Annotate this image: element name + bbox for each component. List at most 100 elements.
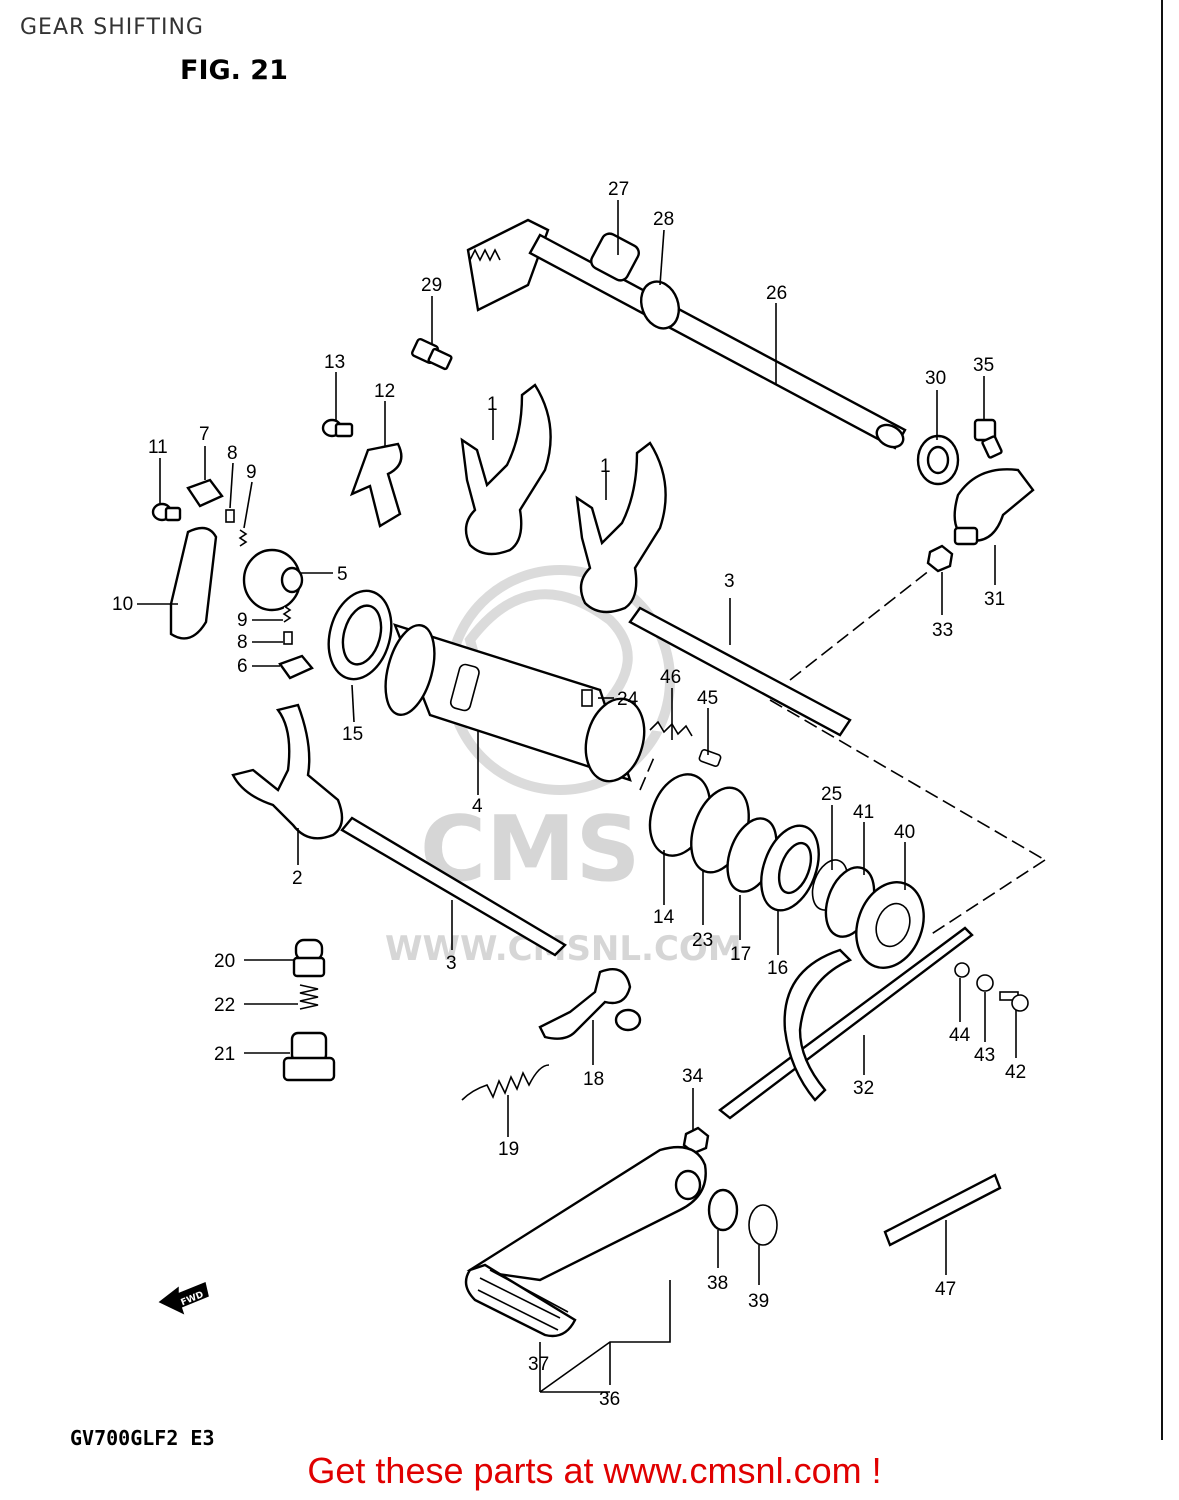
plug-body bbox=[292, 956, 326, 978]
callout-45: 45 bbox=[697, 688, 718, 709]
callout-3a: 3 bbox=[724, 571, 735, 592]
callout-17: 17 bbox=[730, 944, 751, 965]
part-43-washer bbox=[976, 974, 994, 992]
callout-30: 30 bbox=[925, 368, 946, 389]
callout-18: 18 bbox=[583, 1069, 604, 1090]
watermark-site: WWW.CMSNL.COM bbox=[385, 929, 742, 969]
watermark: CMS WWW.CMSNL.COM bbox=[385, 565, 742, 969]
callout-12: 12 bbox=[374, 381, 395, 402]
part-1-shift-fork-upper bbox=[460, 383, 552, 556]
bolt-head bbox=[1011, 994, 1029, 1012]
leader-lines bbox=[137, 200, 1017, 1393]
cam-shaft-end bbox=[584, 697, 646, 783]
callout-27: 27 bbox=[608, 179, 629, 200]
part-10-cam-stopper-plate bbox=[169, 526, 218, 640]
bolt-shank bbox=[427, 347, 453, 371]
guide-line bbox=[769, 699, 1046, 861]
lever-pivot-hole bbox=[674, 1169, 702, 1201]
rubber-body bbox=[464, 1263, 577, 1338]
cam-end bbox=[384, 624, 436, 716]
part-39-circlip bbox=[748, 1204, 778, 1246]
callout-23: 23 bbox=[692, 930, 713, 951]
callout-4: 4 bbox=[472, 796, 483, 817]
callout-22: 22 bbox=[214, 995, 235, 1016]
part-30-oil-seal bbox=[916, 434, 960, 486]
part-3-fork-shaft-upper bbox=[628, 606, 852, 737]
callout-34: 34 bbox=[682, 1066, 704, 1087]
part-15-bearing bbox=[327, 589, 393, 681]
part-37-rubber bbox=[464, 1263, 577, 1338]
callout-41: 41 bbox=[853, 802, 874, 823]
part-34-nut bbox=[682, 1126, 710, 1155]
callout-36: 36 bbox=[599, 1389, 620, 1410]
part-32-link-arm bbox=[783, 948, 853, 1102]
callout-46: 46 bbox=[660, 667, 681, 688]
leader-15 bbox=[351, 684, 355, 723]
callout-28: 28 bbox=[653, 209, 674, 230]
part-9-spring bbox=[238, 529, 248, 547]
callout-32: 32 bbox=[853, 1078, 874, 1099]
page-title: GEAR SHIFTING bbox=[20, 15, 204, 40]
part-12-plate bbox=[349, 442, 403, 528]
part-16-bearing bbox=[760, 824, 820, 912]
part-9-spring-lower bbox=[282, 605, 292, 623]
page-border bbox=[1161, 0, 1163, 1440]
callout-16: 16 bbox=[767, 958, 788, 979]
guide-line bbox=[789, 569, 931, 681]
callout-24: 24 bbox=[617, 689, 639, 710]
callout-3b: 3 bbox=[446, 953, 457, 974]
bearing-inner bbox=[777, 841, 813, 895]
footer-shop-link[interactable]: Get these parts at www.cmsnl.com ! bbox=[307, 1450, 882, 1491]
leader-36 bbox=[539, 1280, 671, 1393]
part-24-pin bbox=[581, 689, 593, 707]
callout-33: 33 bbox=[932, 620, 953, 641]
part-31-shift-arm bbox=[953, 468, 1035, 546]
callout-37: 37 bbox=[528, 1354, 549, 1375]
callout-8b: 8 bbox=[237, 632, 248, 653]
part-4-gearshift-cam bbox=[384, 623, 646, 783]
callout-47: 47 bbox=[935, 1279, 956, 1300]
callout-6: 6 bbox=[237, 656, 248, 677]
part-29-bolt bbox=[411, 337, 453, 371]
part-36-gearshift-lever bbox=[466, 1145, 707, 1282]
callout-26: 26 bbox=[766, 283, 787, 304]
arm-body bbox=[953, 468, 1035, 542]
part-2-shift-fork bbox=[231, 703, 344, 840]
part-19-spring bbox=[461, 1064, 550, 1101]
callout-38: 38 bbox=[707, 1273, 728, 1294]
callout-9a: 9 bbox=[246, 462, 257, 483]
callout-8a: 8 bbox=[227, 443, 238, 464]
return-spring-28 bbox=[639, 280, 681, 330]
guide-line bbox=[929, 859, 1046, 936]
screw-shank bbox=[164, 506, 182, 522]
callout-20: 20 bbox=[214, 951, 235, 972]
callout-43: 43 bbox=[974, 1045, 995, 1066]
callout-31: 31 bbox=[984, 589, 1005, 610]
fwd-direction-arrow: FWD bbox=[158, 1281, 209, 1315]
part-47-strap bbox=[883, 1173, 1002, 1247]
part-45-pin bbox=[698, 748, 722, 768]
part-21-neutral-switch bbox=[282, 1031, 336, 1082]
part-7-cam-stopper bbox=[186, 478, 224, 508]
part-8-pin-lower bbox=[283, 631, 293, 645]
model-code: GV700GLF2 E3 bbox=[70, 1426, 215, 1450]
callout-19: 19 bbox=[498, 1139, 519, 1160]
bearing-inner bbox=[341, 604, 383, 666]
callout-1a: 1 bbox=[487, 394, 498, 415]
leader-8a bbox=[229, 462, 234, 509]
switch-base bbox=[282, 1056, 336, 1082]
assembly-guides bbox=[639, 569, 1046, 936]
exploded-view-diagram: CMS WWW.CMSNL.COM bbox=[112, 179, 1046, 1410]
callout-1b: 1 bbox=[600, 456, 611, 477]
leader-9a bbox=[243, 481, 253, 529]
callout-44: 44 bbox=[949, 1025, 971, 1046]
shaft-collar bbox=[590, 232, 640, 282]
callout-numbers: 27 28 26 29 13 12 1 1 30 35 31 33 11 7 8… bbox=[112, 179, 1026, 1410]
part-5-cam-driven-gear bbox=[242, 548, 304, 612]
callout-11: 11 bbox=[148, 437, 168, 458]
arm-stud bbox=[953, 526, 979, 546]
part-18-arm bbox=[538, 967, 632, 1040]
bolt-shank bbox=[981, 435, 1003, 459]
gear-teeth bbox=[469, 248, 501, 262]
part-44-washer bbox=[954, 962, 970, 978]
